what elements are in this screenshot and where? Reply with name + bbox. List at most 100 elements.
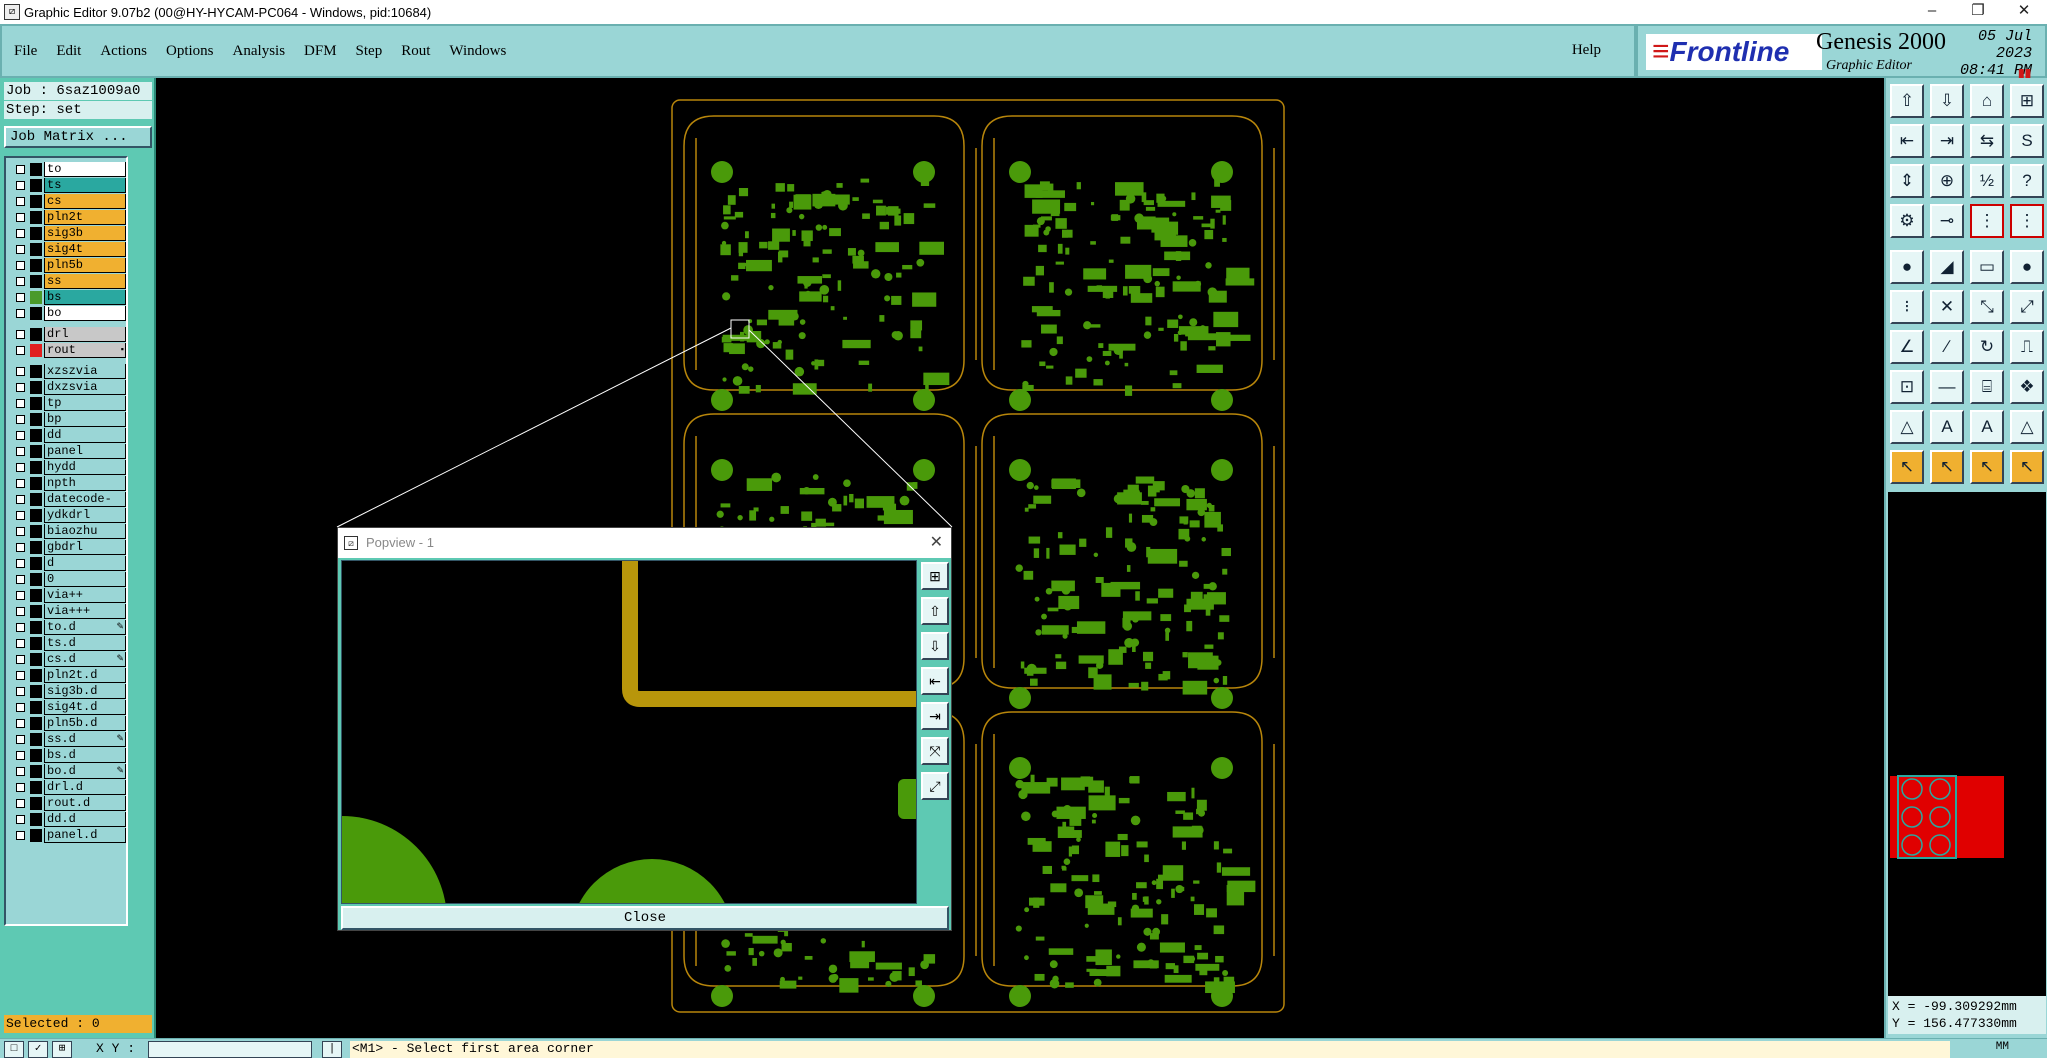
pointer2-icon[interactable]: ↖ <box>1930 450 1964 484</box>
add-pad-icon[interactable]: ⁝ <box>1890 290 1924 324</box>
layer-name[interactable]: ts <box>44 178 126 193</box>
layer-color-swatch[interactable] <box>30 749 42 762</box>
layer-name[interactable]: pln2t <box>44 210 126 225</box>
layer-checkbox[interactable] <box>16 559 25 568</box>
menu-windows[interactable]: Windows <box>449 42 507 59</box>
menu-step[interactable]: Step <box>355 42 383 59</box>
mirror-icon[interactable]: ⎍ <box>2010 330 2044 364</box>
layer-name[interactable]: panel.d <box>44 828 126 843</box>
layer-name[interactable]: to.d <box>44 620 126 635</box>
close-button[interactable]: ✕ <box>2017 2 2031 19</box>
layer-row-drl[interactable]: drl <box>8 327 128 342</box>
menu-analysis[interactable]: Analysis <box>232 42 286 59</box>
select-pad-icon[interactable]: ⊡ <box>1890 370 1924 404</box>
menu-rout[interactable]: Rout <box>401 42 431 59</box>
layer-color-swatch[interactable] <box>30 525 42 538</box>
layer-row-rout[interactable]: rout▪ <box>8 343 128 358</box>
layer-checkbox[interactable] <box>16 703 25 712</box>
pan-right-icon[interactable]: ⇥ <box>1930 124 1964 158</box>
line-icon[interactable]: ▭ <box>1970 250 2004 284</box>
popview-tool-2-icon[interactable]: ⇩ <box>921 632 949 660</box>
layer-color-swatch[interactable] <box>30 291 42 304</box>
layer-checkbox[interactable] <box>16 623 25 632</box>
settings-icon[interactable]: ⚙ <box>1890 204 1924 238</box>
popview-tool-1-icon[interactable]: ⇧ <box>921 597 949 625</box>
layer-checkbox[interactable] <box>16 831 25 840</box>
swap-icon[interactable]: ⇆ <box>1970 124 2004 158</box>
layer-color-swatch[interactable] <box>30 493 42 506</box>
layer-row-bp[interactable]: bp <box>8 412 128 427</box>
layer-checkbox[interactable] <box>16 479 25 488</box>
layer-row-sig3b.d[interactable]: sig3b.d <box>8 684 128 699</box>
layer-checkbox[interactable] <box>16 495 25 504</box>
pad-icon[interactable]: ● <box>1890 250 1924 284</box>
layer-color-swatch[interactable] <box>30 829 42 842</box>
layer-row-to[interactable]: to <box>8 162 128 177</box>
layer-color-swatch[interactable] <box>30 813 42 826</box>
layer-name[interactable]: via++ <box>44 588 126 603</box>
layer-checkbox[interactable] <box>16 607 25 616</box>
layer-color-swatch[interactable] <box>30 605 42 618</box>
grid-button[interactable]: ⊞ <box>52 1041 72 1058</box>
layer-color-swatch[interactable] <box>30 669 42 682</box>
delete-icon[interactable]: ✕ <box>1930 290 1964 324</box>
layer-color-swatch[interactable] <box>30 797 42 810</box>
layer-name[interactable]: bp <box>44 412 126 427</box>
layer-row-drl.d[interactable]: drl.d <box>8 780 128 795</box>
layer-row-pln2t[interactable]: pln2t <box>8 210 128 225</box>
menu-edit[interactable]: Edit <box>56 42 82 59</box>
menu-actions[interactable]: Actions <box>100 42 148 59</box>
popview-tool-3-icon[interactable]: ⇤ <box>921 667 949 695</box>
layer-name[interactable]: pln5b.d <box>44 716 126 731</box>
layer-row-cs[interactable]: cs <box>8 194 128 209</box>
layer-name[interactable]: drl <box>44 327 126 342</box>
layer-row-via++[interactable]: via++ <box>8 588 128 603</box>
layer-name[interactable]: sig4t.d <box>44 700 126 715</box>
layer-name[interactable]: ss <box>44 274 126 289</box>
layer-name[interactable]: 0 <box>44 572 126 587</box>
layer-checkbox[interactable] <box>16 399 25 408</box>
layer-color-swatch[interactable] <box>30 381 42 394</box>
layer-row-cs.d[interactable]: cs.d✎ <box>8 652 128 667</box>
layer-row-bs[interactable]: bs <box>8 290 128 305</box>
layer-checkbox[interactable] <box>16 591 25 600</box>
layer-row-biaozhu[interactable]: biaozhu <box>8 524 128 539</box>
move-icon[interactable]: ⤡ <box>1970 290 2004 324</box>
layer-checkbox[interactable] <box>16 181 25 190</box>
layer-row-ts[interactable]: ts <box>8 178 128 193</box>
layer-row-xzszvia[interactable]: xzszvia <box>8 364 128 379</box>
layer-color-swatch[interactable] <box>30 365 42 378</box>
pointer4-icon[interactable]: ↖ <box>2010 450 2044 484</box>
layer-color-swatch[interactable] <box>30 227 42 240</box>
zoom-down-icon[interactable]: ⇩ <box>1930 84 1964 118</box>
layer-name[interactable]: pln2t.d <box>44 668 126 683</box>
layer-checkbox[interactable] <box>16 431 25 440</box>
layer-name[interactable]: bs <box>44 290 126 305</box>
layer-name[interactable]: dd <box>44 428 126 443</box>
layer-checkbox[interactable] <box>16 735 25 744</box>
minimize-button[interactable]: – <box>1927 2 1937 19</box>
layer-row-bo[interactable]: bo <box>8 306 128 321</box>
layer-name[interactable]: sig3b <box>44 226 126 241</box>
layer-name[interactable]: drl.d <box>44 780 126 795</box>
layer-row-ydkdrl[interactable]: ydkdrl <box>8 508 128 523</box>
job-matrix-button[interactable]: Job Matrix ... <box>4 126 152 148</box>
rotate-icon[interactable]: ↻ <box>1970 330 2004 364</box>
input-toggle-button[interactable]: | <box>322 1041 342 1058</box>
center-icon[interactable]: ⊕ <box>1930 164 1964 198</box>
layer-row-via+++[interactable]: via+++ <box>8 604 128 619</box>
overview-minimap[interactable] <box>1888 492 2046 996</box>
layer-name[interactable]: bo.d <box>44 764 126 779</box>
layer-checkbox[interactable] <box>16 751 25 760</box>
layer-color-swatch[interactable] <box>30 765 42 778</box>
layer-row-dxzsvia[interactable]: dxzsvia <box>8 380 128 395</box>
layer-name[interactable]: dd.d <box>44 812 126 827</box>
layer-checkbox[interactable] <box>16 527 25 536</box>
menu-dfm[interactable]: DFM <box>304 42 337 59</box>
layer-checkbox[interactable] <box>16 511 25 520</box>
layer-name[interactable]: datecode-to <box>44 492 126 520</box>
layer-row-sig3b[interactable]: sig3b <box>8 226 128 241</box>
layer-color-swatch[interactable] <box>30 621 42 634</box>
layer-color-swatch[interactable] <box>30 397 42 410</box>
layer-color-swatch[interactable] <box>30 589 42 602</box>
